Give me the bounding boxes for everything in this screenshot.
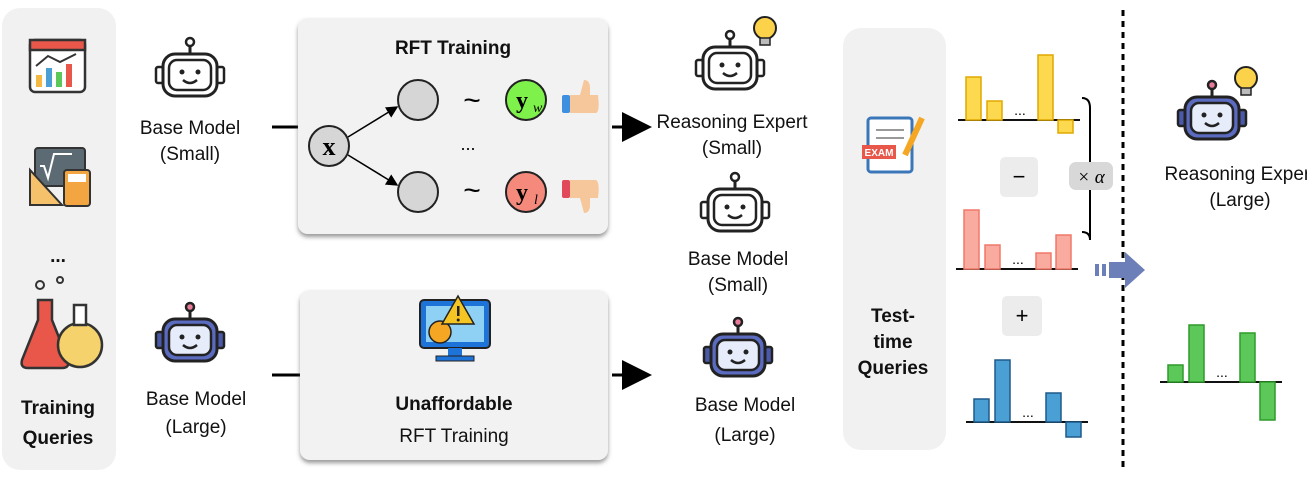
training-queries-label-2: Queries bbox=[23, 428, 94, 449]
reasoning-expert-large-label-1: Reasoning Expert bbox=[1164, 164, 1307, 185]
plus-operator bbox=[1002, 296, 1042, 336]
thumbs-up-icon bbox=[562, 80, 599, 113]
training-queries-label-1: Training bbox=[21, 398, 95, 419]
distribution-bar bbox=[1167, 364, 1184, 383]
distribution-bar bbox=[1259, 381, 1276, 421]
distribution-reasoning-small: ... bbox=[958, 54, 1080, 134]
minus-sign: − bbox=[1013, 164, 1026, 189]
chemistry-flask-icon bbox=[20, 276, 104, 370]
input-node-label: x bbox=[323, 132, 336, 161]
bar-ellipsis: ... bbox=[1012, 251, 1024, 267]
base-model-small-label-1: Base Model bbox=[140, 118, 240, 139]
unaffordable-rft-box: Unaffordable RFT Training bbox=[300, 290, 608, 460]
base-model-small-mid-label-2: (Small) bbox=[708, 275, 768, 296]
yw-label: y bbox=[516, 88, 528, 114]
base-model-small-label-2: (Small) bbox=[160, 144, 220, 165]
distribution-bar bbox=[1057, 119, 1074, 134]
input-node bbox=[308, 125, 350, 167]
base-model-large-robot bbox=[154, 301, 226, 363]
bar-ellipsis: ... bbox=[1216, 364, 1228, 380]
distribution-bar bbox=[994, 359, 1011, 423]
distribution-base-large: ... bbox=[966, 359, 1088, 438]
base-model-large-mid-robot bbox=[702, 316, 774, 378]
losing-response-node bbox=[505, 171, 547, 213]
distribution-bar bbox=[984, 244, 1001, 270]
distribution-bar bbox=[986, 100, 1003, 121]
rft-training-title: RFT Training bbox=[395, 38, 511, 59]
bar-ellipsis: ... bbox=[1014, 102, 1026, 118]
exam-paper-icon: EXAM bbox=[862, 116, 925, 174]
sample-node bbox=[397, 79, 439, 121]
distribution-bar bbox=[1188, 324, 1205, 383]
tilde: ~ bbox=[463, 84, 481, 117]
base-model-large-mid-label-2: (Large) bbox=[714, 425, 775, 446]
base-model-large-label-2: (Large) bbox=[165, 417, 226, 438]
test-time-label-1: Test- bbox=[871, 306, 915, 327]
ellipsis: ... bbox=[460, 134, 475, 154]
reasoning-expert-large-robot bbox=[1176, 79, 1248, 141]
winning-response-node bbox=[505, 79, 547, 121]
warning-monitor-icon bbox=[419, 294, 491, 362]
base-model-large-label-1: Base Model bbox=[146, 389, 246, 410]
big-arrow-icon bbox=[1095, 252, 1145, 288]
test-time-label-2: time bbox=[873, 332, 912, 353]
yw-subscript: w bbox=[533, 101, 543, 116]
distribution-bar bbox=[973, 398, 990, 423]
reasoning-expert-large-label-2: (Large) bbox=[1209, 190, 1270, 211]
yl-label: y bbox=[516, 180, 528, 206]
alpha-scale-label: × α bbox=[1077, 167, 1106, 188]
test-time-label-3: Queries bbox=[858, 358, 929, 379]
exam-label: EXAM bbox=[865, 148, 894, 159]
reasoning-expert-small-label-2: (Small) bbox=[702, 138, 762, 159]
distribution-base-small: ... bbox=[956, 209, 1078, 270]
base-model-small-mid-label-1: Base Model bbox=[688, 249, 788, 270]
distribution-bar bbox=[1239, 332, 1256, 383]
rft-training-box: RFT Training x ~ ~ ... y w y l bbox=[298, 18, 608, 234]
lightbulb-icon bbox=[753, 16, 777, 46]
distribution-bar bbox=[965, 76, 982, 121]
minus-operator bbox=[1000, 157, 1038, 197]
base-model-small-robot bbox=[154, 36, 226, 98]
distribution-bar bbox=[1065, 421, 1082, 438]
distribution-bar bbox=[1045, 392, 1062, 423]
reasoning-expert-small-robot bbox=[694, 29, 766, 91]
plus-sign: + bbox=[1016, 303, 1029, 328]
distribution-bar bbox=[1055, 234, 1072, 270]
yl-subscript: l bbox=[534, 193, 538, 208]
tilde: ~ bbox=[463, 174, 481, 207]
chart-dashboard-icon bbox=[28, 38, 87, 94]
edge-arrow bbox=[347, 106, 399, 138]
reasoning-expert-small-label-1: Reasoning Expert bbox=[656, 112, 808, 133]
base-model-small-mid-robot bbox=[699, 171, 771, 233]
base-model-large-mid-label-1: Base Model bbox=[695, 395, 795, 416]
sample-node bbox=[397, 171, 439, 213]
distribution-bar bbox=[963, 209, 980, 270]
distribution-bar bbox=[1035, 252, 1052, 270]
training-queries-ellipsis: ... bbox=[50, 246, 66, 267]
unaffordable-label: Unaffordable bbox=[395, 394, 512, 415]
bar-ellipsis: ... bbox=[1022, 404, 1034, 420]
test-time-queries-panel bbox=[843, 28, 946, 450]
math-tools-icon bbox=[29, 147, 91, 207]
lightbulb-icon bbox=[1234, 66, 1258, 96]
alpha-scale-badge bbox=[1069, 162, 1113, 190]
distribution-reasoning-large: ... bbox=[1160, 324, 1282, 421]
rft-training-label: RFT Training bbox=[399, 426, 508, 447]
distribution-bar bbox=[1037, 54, 1054, 121]
edge-arrow bbox=[347, 154, 399, 186]
thumbs-down-icon bbox=[562, 180, 599, 213]
